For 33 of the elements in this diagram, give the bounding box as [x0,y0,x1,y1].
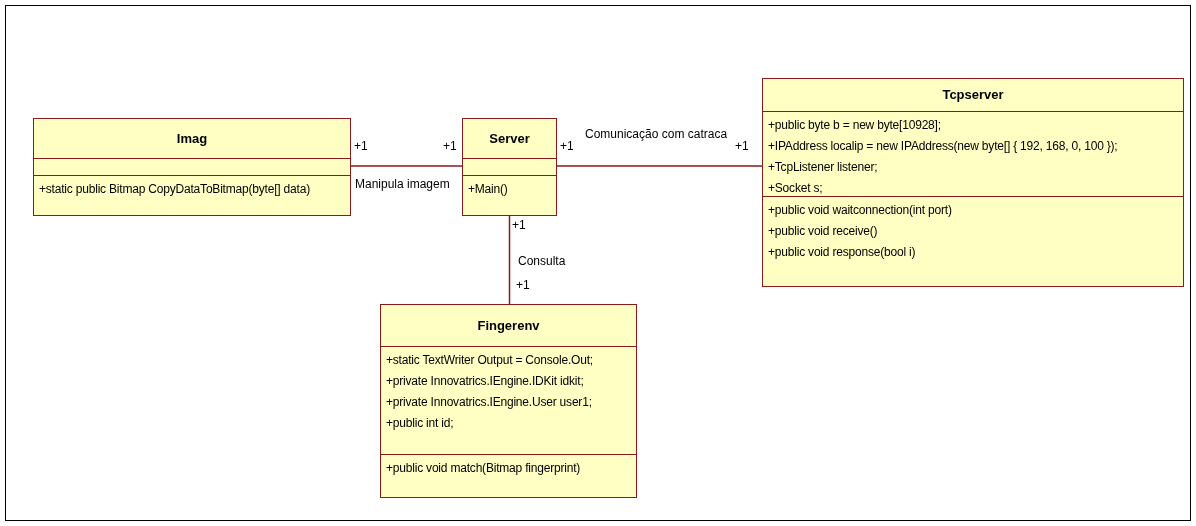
association-line [556,165,763,167]
class-box [380,304,637,498]
multiplicity-label: +1 [443,138,457,154]
compartment [763,111,1183,196]
class-box [762,78,1184,287]
member-text: +public int id; [386,415,455,432]
class-name: Fingerenv [477,316,540,335]
member-text: +static TextWriter Output = Console.Out; [386,352,594,369]
member-text: +IPAddress localip = new IPAddress(new byte[] { 192, 168, 0, 100 }); [768,138,1119,155]
class-name: Tcpserver [942,86,1004,105]
member-text: +public byte b = new byte[10928]; [768,117,942,134]
class-name: Imag [176,129,208,148]
multiplicity-label: +1 [512,217,526,233]
member-text: +Main() [468,181,509,198]
member-text: +TcpListener listener; [768,159,879,176]
member-text: +public void response(bool i) [768,244,917,261]
multiplicity-label: +1 [354,138,368,154]
member-text: +public void waitconnection(int port) [768,202,953,219]
member-text: +static public Bitmap CopyDataToBitmap(byte[] data) [39,181,311,198]
member-text: +Socket s; [768,180,824,197]
member-text: +public void match(Bitmap fingerprint) [386,460,582,477]
class-box [33,118,351,216]
class-name: Server [489,129,530,148]
edge-label: Comunicação com catraca [585,126,728,142]
class-box [462,118,557,216]
multiplicity-label: +1 [735,138,749,154]
multiplicity-label: +1 [516,277,530,293]
member-text: +public void receive() [768,223,879,240]
member-text: +private Innovatrics.IEngine.IDKit idkit; [386,373,585,390]
edge-label: Manipula imagem [355,176,450,192]
multiplicity-label: +1 [560,138,574,154]
association-line [350,165,463,167]
member-text: +private Innovatrics.IEngine.User user1; [386,394,593,411]
